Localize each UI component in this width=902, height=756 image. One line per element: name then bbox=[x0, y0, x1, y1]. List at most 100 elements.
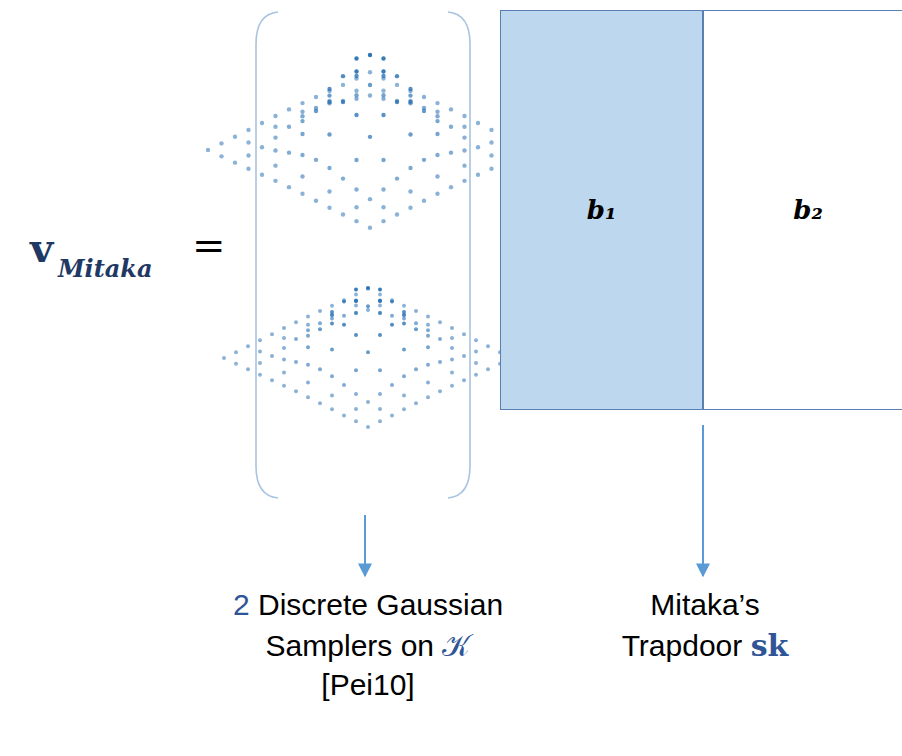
annotation-text: Samplers on bbox=[266, 629, 434, 662]
sample-dot bbox=[294, 360, 298, 364]
sample-dot bbox=[318, 367, 322, 371]
sample-dot bbox=[219, 154, 223, 158]
sample-dot bbox=[489, 167, 493, 171]
sample-dot bbox=[422, 109, 426, 113]
sample-dot bbox=[402, 348, 406, 352]
leader-arrow bbox=[364, 515, 366, 576]
sample-dot bbox=[318, 401, 322, 405]
sample-dot bbox=[342, 383, 346, 387]
sample-dot bbox=[330, 304, 334, 308]
sample-dot bbox=[342, 314, 346, 318]
sample-dot bbox=[438, 337, 442, 341]
sample-dot bbox=[378, 303, 382, 307]
sample-dot bbox=[330, 322, 334, 326]
sample-dot bbox=[474, 373, 478, 377]
block-label: b₂ bbox=[793, 195, 823, 225]
sample-dot bbox=[327, 166, 331, 170]
sample-dot bbox=[341, 100, 345, 104]
sample-dot bbox=[390, 300, 394, 304]
sample-dot bbox=[402, 394, 406, 398]
sample-dot bbox=[378, 407, 382, 411]
sample-dot bbox=[354, 74, 358, 78]
sample-dot bbox=[408, 132, 412, 136]
sample-dot bbox=[354, 93, 358, 97]
sample-dot bbox=[426, 328, 430, 332]
sample-dot bbox=[273, 148, 277, 152]
leader-arrow bbox=[702, 425, 704, 576]
sample-dot bbox=[306, 334, 310, 338]
sample-dot bbox=[270, 378, 274, 382]
sample-dot bbox=[246, 128, 250, 132]
sample-dot bbox=[390, 383, 394, 387]
sample-dot bbox=[287, 125, 291, 129]
sample-dot bbox=[435, 174, 439, 178]
sample-dot bbox=[476, 145, 480, 149]
sample-dot bbox=[381, 113, 385, 117]
sample-dot bbox=[327, 132, 331, 136]
sample-dot bbox=[300, 192, 304, 196]
sample-dot bbox=[489, 153, 493, 157]
sample-dot bbox=[378, 392, 382, 396]
sample-dot bbox=[327, 189, 331, 193]
sample-dot bbox=[330, 407, 334, 411]
sample-dot bbox=[366, 400, 370, 404]
sample-dot bbox=[300, 132, 304, 136]
sample-dot bbox=[422, 199, 426, 203]
sample-dot bbox=[414, 309, 418, 313]
sample-dot bbox=[402, 407, 406, 411]
sample-dot bbox=[402, 304, 406, 308]
sample-dot bbox=[435, 192, 439, 196]
sample-dot bbox=[435, 153, 439, 157]
sample-dot bbox=[330, 374, 334, 378]
sample-dot bbox=[327, 93, 331, 97]
sample-dot bbox=[300, 109, 304, 113]
sample-dot bbox=[395, 83, 399, 87]
sample-dot bbox=[354, 158, 358, 162]
sample-dot bbox=[435, 114, 439, 118]
sample-dot bbox=[462, 135, 466, 139]
sample-dot bbox=[341, 83, 345, 87]
sample-dot bbox=[426, 363, 430, 367]
sample-dot bbox=[282, 346, 286, 350]
sample-dot bbox=[408, 189, 412, 193]
sample-dot bbox=[381, 93, 385, 97]
sample-dot bbox=[486, 367, 490, 371]
sample-dot bbox=[246, 367, 250, 371]
sample-dot bbox=[435, 119, 439, 123]
sample-dot bbox=[378, 368, 382, 372]
sample-dot bbox=[270, 354, 274, 358]
sample-dot bbox=[422, 95, 426, 99]
gaussian-plot bbox=[206, 53, 534, 230]
sample-dot bbox=[414, 401, 418, 405]
vector-subscript: Mitaka bbox=[58, 254, 153, 283]
sample-dot bbox=[390, 413, 394, 417]
sample-dot bbox=[408, 205, 412, 209]
annotation-text: 𝒦 bbox=[442, 628, 470, 663]
sample-dot bbox=[206, 148, 210, 152]
sample-dot bbox=[435, 101, 439, 105]
sample-dot bbox=[378, 311, 382, 315]
sample-dot bbox=[426, 315, 430, 319]
caption-line: Samplers on𝒦 bbox=[266, 628, 471, 664]
caption-line: Trapdoorsk bbox=[622, 628, 789, 663]
sample-dot bbox=[381, 205, 385, 209]
equals-sign: = bbox=[192, 222, 226, 268]
caption-line: 2Discrete Gaussian bbox=[233, 588, 503, 622]
sample-dot bbox=[381, 56, 385, 60]
sample-dot bbox=[273, 179, 277, 183]
sample-dot bbox=[450, 370, 454, 374]
sample-dot bbox=[402, 310, 406, 314]
annotation-text: Mitaka’s bbox=[650, 588, 759, 621]
sample-dot bbox=[366, 287, 370, 291]
sample-dot bbox=[414, 367, 418, 371]
sample-dot bbox=[306, 363, 310, 367]
sample-dot bbox=[395, 212, 399, 216]
sample-dot bbox=[368, 53, 372, 57]
sample-dot bbox=[368, 83, 372, 87]
sample-dot bbox=[438, 389, 442, 393]
sample-dot bbox=[342, 413, 346, 417]
sample-dot bbox=[402, 374, 406, 378]
sample-dot bbox=[426, 323, 430, 327]
sample-dot bbox=[449, 185, 453, 189]
sample-dot bbox=[462, 148, 466, 152]
